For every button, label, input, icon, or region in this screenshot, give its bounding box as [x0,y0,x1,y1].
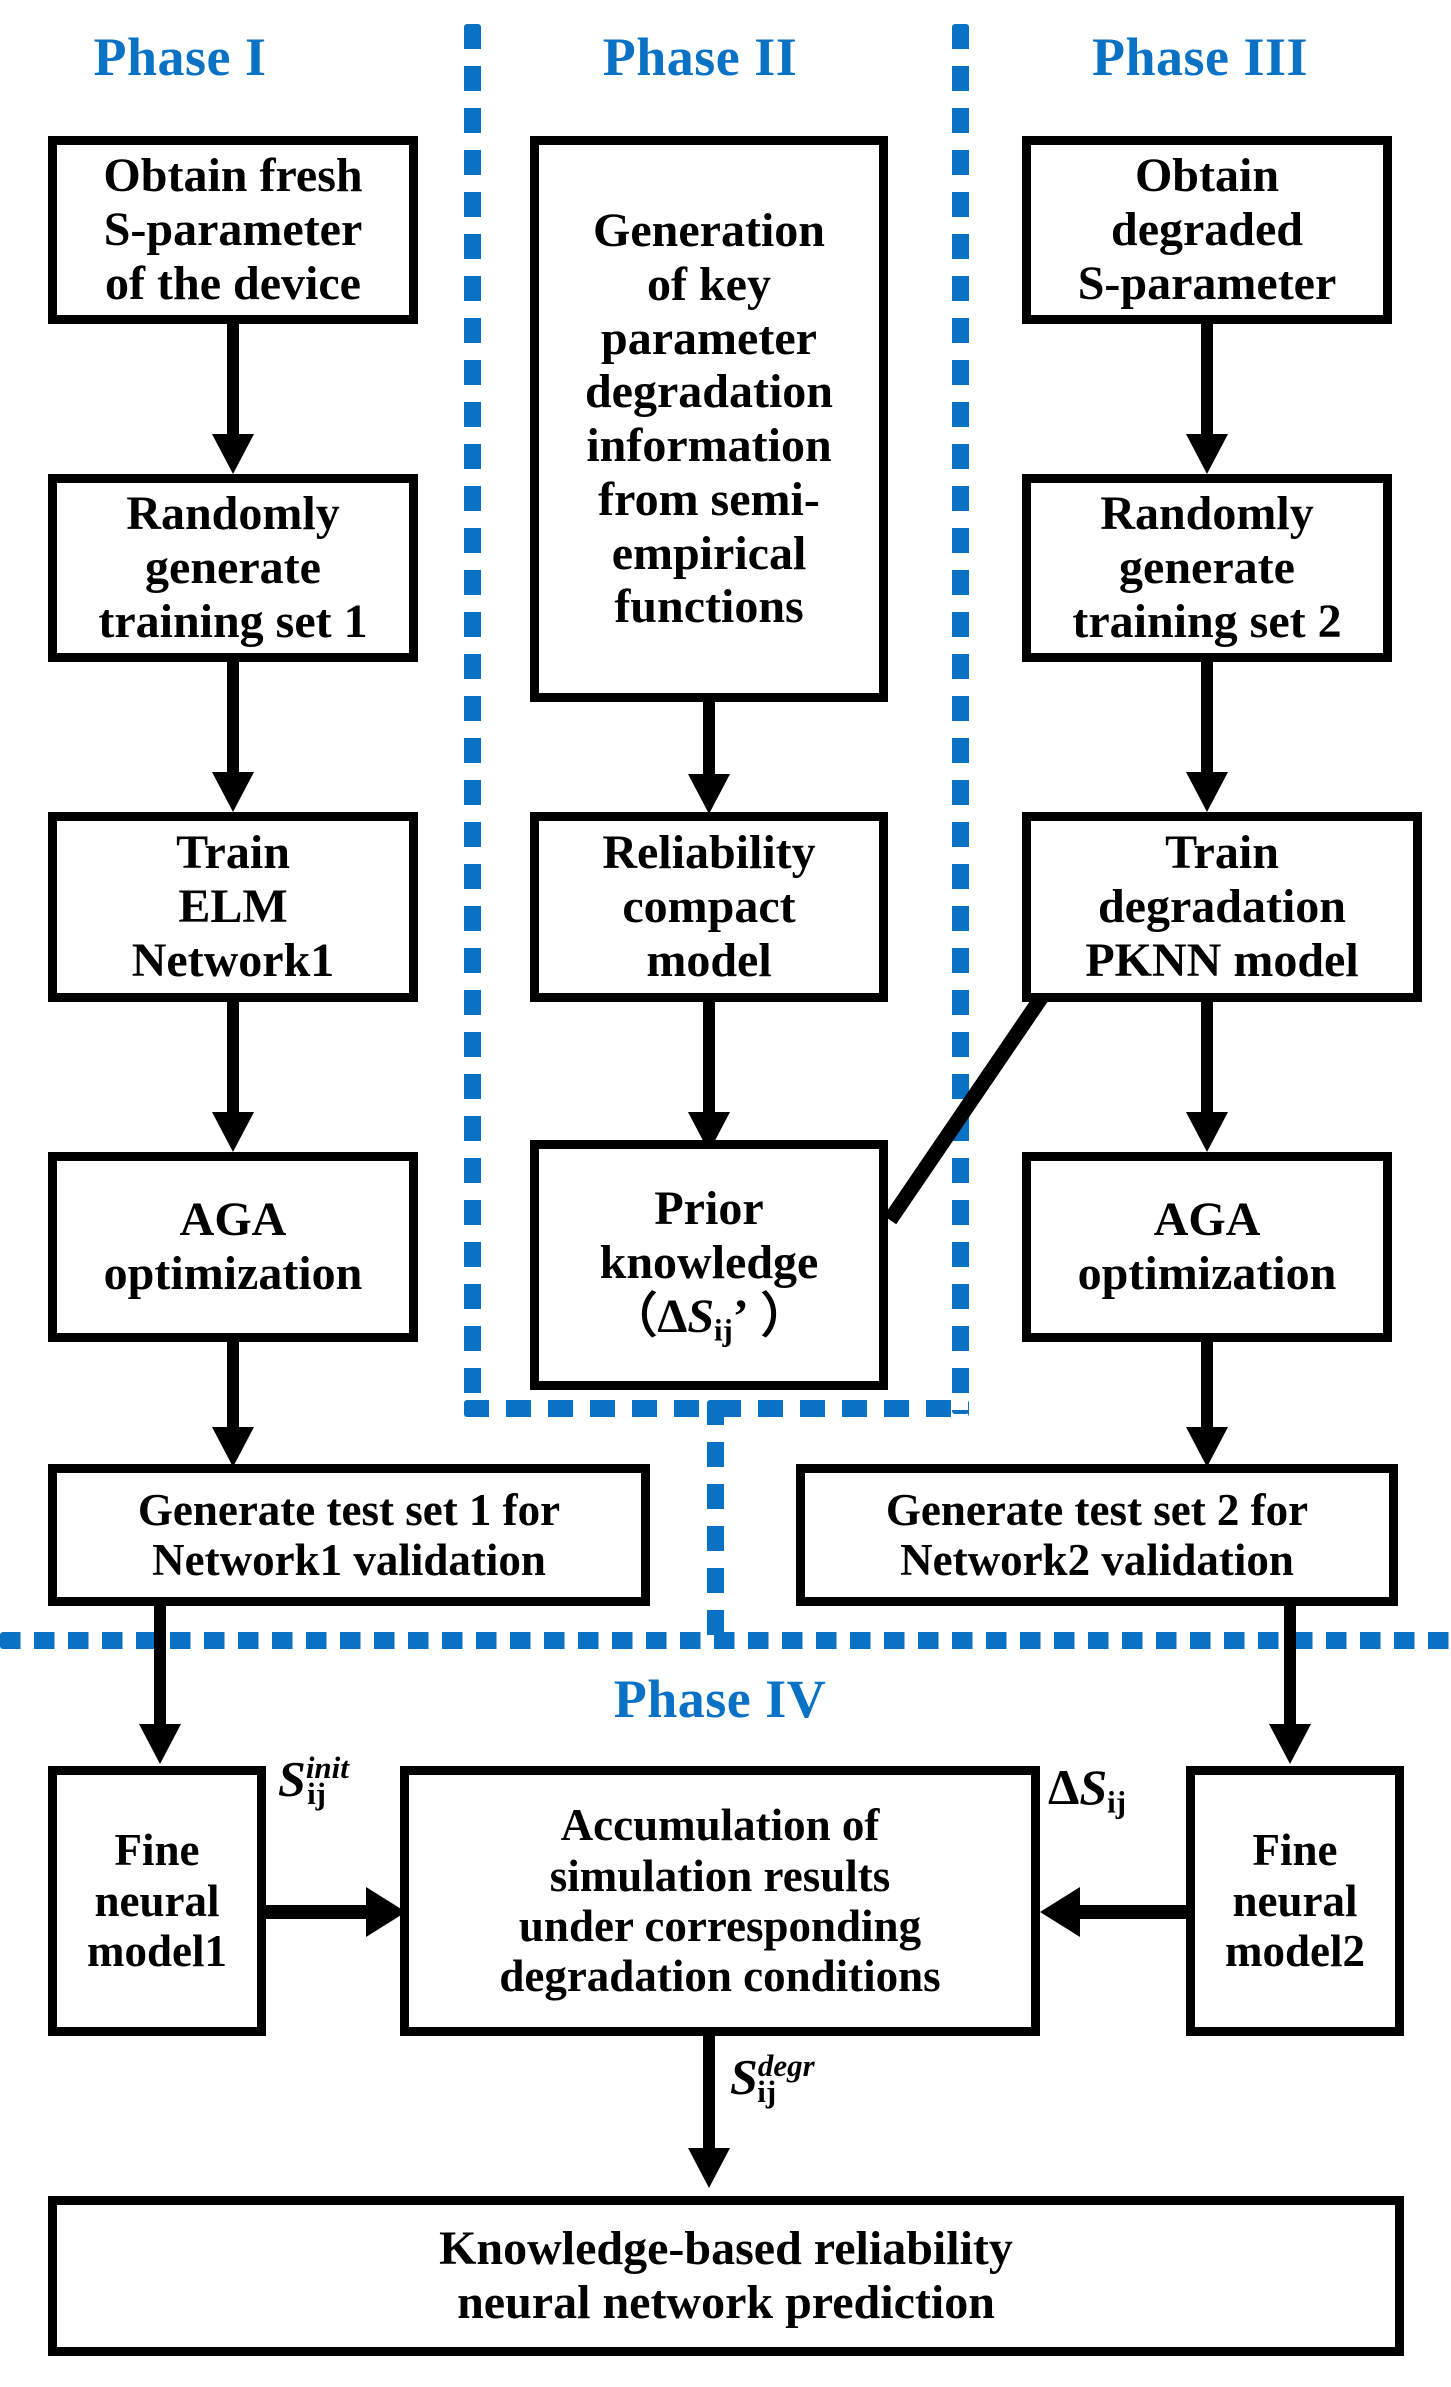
box-line: of the device [105,256,361,310]
edge-label-delta-s-ij: ΔSij [1048,1759,1127,1820]
phase-divider-left-vertical [464,24,481,1414]
box-line: Network2 validation [900,1535,1294,1585]
box-prior-knowledge[interactable]: Prior knowledge （ΔSij’ ） [530,1140,888,1390]
box-reliability-compact-model[interactable]: Reliability compact model [530,812,888,1002]
box-line: Obtain [1134,149,1280,203]
phase-1-title: Phase I [93,27,267,87]
phase4-top-horizontal-divider [0,1632,1451,1649]
box-line: Generate test set 2 for [885,1484,1309,1535]
box-line: Obtain fresh [103,149,363,203]
box-line: neural network prediction [457,2276,995,2329]
box-knowledge-based-prediction[interactable]: Knowledge-based reliability neural netwo… [48,2196,1404,2356]
box-line: ELM [178,880,288,934]
box-generate-test-set-1[interactable]: Generate test set 1 for Network1 validat… [48,1464,650,1606]
box-line: Accumulation of [560,1800,880,1851]
box-line: generate [1119,541,1295,595]
box-line: compact [622,880,796,934]
box-line: model [646,933,772,987]
box-line: degradation [584,365,833,419]
box-line: training set 1 [98,594,368,648]
box-line: Train [1165,826,1279,880]
box-line: knowledge [599,1236,819,1289]
phase-2-title: Phase II [602,27,798,87]
box-accumulation-of-simulation-results[interactable]: Accumulation of simulation results under… [400,1766,1040,2036]
box-line: Prior [654,1182,764,1236]
box-line: training set 2 [1072,594,1342,648]
box-line: functions [614,580,804,634]
box-obtain-fresh-s-parameter[interactable]: Obtain fresh S-parameter of the device [48,136,418,324]
box-line: generate [145,541,321,595]
box-generation-of-key-parameter[interactable]: Generation of key parameter degradation … [530,136,888,702]
box-line: Generate test set 1 for [137,1484,561,1535]
box-obtain-degraded-s-parameter[interactable]: Obtain degraded S-parameter [1022,136,1392,324]
box-line: Reliability [602,826,816,880]
box-line: Generation [593,204,825,257]
box-line: neural [94,1875,220,1926]
box-train-degradation-pknn-model[interactable]: Train degradation PKNN model [1022,812,1422,1002]
box-line: of key [647,257,771,311]
box-fine-neural-model2[interactable]: Fine neural model2 [1186,1766,1404,2036]
box-line: model2 [1225,1926,1365,1977]
box-line: AGA [179,1193,287,1247]
box-line: degradation [1097,880,1346,934]
box-aga-optimization-1[interactable]: AGA optimization [48,1152,418,1342]
box-line: simulation results [549,1850,891,1901]
box-train-elm-network1[interactable]: Train ELM Network1 [48,812,418,1002]
box-randomly-generate-training-set-2[interactable]: Randomly generate training set 2 [1022,474,1392,662]
box-line: optimization [103,1247,363,1300]
box-aga-optimization-2[interactable]: AGA optimization [1022,1152,1392,1342]
prior-knowledge-math: （ΔSij’ ） [609,1289,809,1348]
phase-divider-right-vertical [952,24,969,1414]
box-line: Knowledge-based reliability [439,2222,1013,2276]
box-line: Randomly [126,487,340,541]
box-line: information [586,419,832,472]
box-line: Fine [114,1825,200,1876]
phase-divider-center-vertical [707,1400,724,1640]
box-line: AGA [1153,1193,1261,1247]
box-line: Fine [1252,1825,1338,1876]
box-line: under corresponding [518,1901,922,1951]
box-line: from semi- [598,472,820,526]
box-line: degradation conditions [499,1951,941,2002]
phase-4-title: Phase IV [613,1669,827,1729]
phase-3-title: Phase III [1091,27,1309,87]
box-line: PKNN model [1085,933,1359,987]
box-fine-neural-model1[interactable]: Fine neural model1 [48,1766,266,2036]
box-line: parameter [601,311,817,365]
box-line: S-parameter [103,203,363,257]
edge-label-s-degr-ij: Sdegrij [730,2048,815,2110]
box-line: Train [176,826,290,880]
box-line: neural [1232,1875,1358,1926]
box-line: empirical [611,526,807,580]
box-line: optimization [1077,1247,1337,1300]
box-generate-test-set-2[interactable]: Generate test set 2 for Network2 validat… [796,1464,1398,1606]
box-randomly-generate-training-set-1[interactable]: Randomly generate training set 1 [48,474,418,662]
box-line: model1 [87,1926,227,1977]
box-line: Network1 validation [152,1535,546,1585]
edge-label-s-init-ij: Sinitij [278,1750,349,1812]
box-line: degraded [1111,203,1303,257]
box-line: S-parameter [1077,256,1337,310]
box-line: Network1 [131,933,335,987]
box-line: Randomly [1100,487,1314,541]
